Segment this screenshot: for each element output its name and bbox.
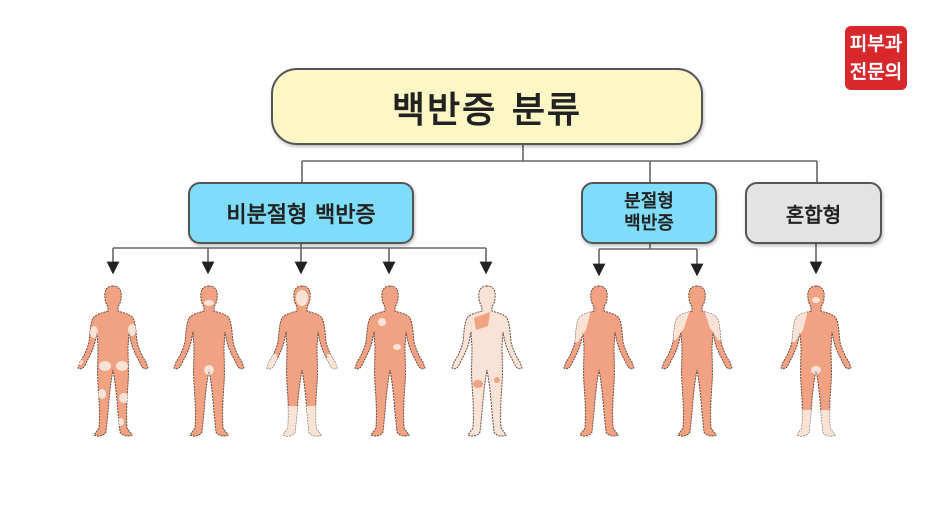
- segmental-label-line2: 백반증: [624, 213, 674, 234]
- badge-line2: 전문의: [849, 61, 903, 83]
- body-figure-segmental-unilateral: [563, 285, 635, 437]
- segmental-label-line1: 분절형: [624, 191, 674, 212]
- non-segmental-label: 비분절형 백반증: [226, 203, 376, 228]
- body-figure-acrofacial: [266, 285, 338, 437]
- badge-line1: 피부과: [849, 33, 903, 55]
- title-node: 백반증 분류: [271, 68, 703, 145]
- non-segmental-node: 비분절형 백반증: [188, 182, 414, 244]
- body-figure-focal: [354, 285, 426, 437]
- segmental-node: 분절형 백반증: [581, 182, 717, 244]
- body-figure-genital-perioral: [173, 285, 245, 437]
- body-figure-universal: [451, 285, 523, 437]
- mixed-label: 혼합형: [785, 202, 842, 227]
- diagram-title: 백반증 분류: [391, 89, 583, 131]
- mixed-node: 혼합형: [745, 182, 882, 244]
- body-figure-generalized: [77, 285, 149, 437]
- dermatologist-badge: 피부과 전문의: [845, 26, 907, 90]
- body-figure-segmental-bilateral: [661, 285, 733, 437]
- body-figure-mixed: [780, 285, 852, 437]
